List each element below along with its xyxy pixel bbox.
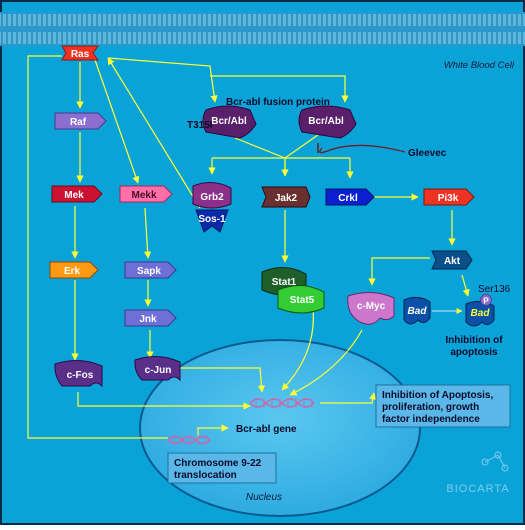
node-bad-1-label: Bad [408, 306, 428, 317]
node-akt-label: Akt [444, 256, 461, 267]
node-bad-1[interactable]: Bad [403, 296, 431, 325]
node-bad-2-label: Bad [471, 308, 491, 319]
phospho-site-label: Ser136 [478, 284, 511, 295]
node-jnk-label: Jnk [139, 314, 157, 325]
node-bcrabl-2-label: Bcr/Abl [308, 116, 344, 127]
node-raf[interactable]: Raf [54, 112, 107, 130]
node-stat5[interactable]: Stat5 [277, 285, 325, 314]
node-cjun[interactable]: c-Jun [134, 356, 181, 382]
node-mekk-label: Mekk [131, 190, 156, 201]
node-ras-label: Ras [71, 49, 90, 60]
cell-membrane [0, 12, 525, 46]
node-ras[interactable]: Ras [61, 45, 99, 61]
node-cfos-label: c-Fos [67, 370, 94, 381]
node-pi3k-label: Pi3k [438, 193, 459, 204]
biocarta-watermark: BIOCARTA [446, 451, 509, 495]
node-akt[interactable]: Akt [431, 250, 473, 270]
node-sapk[interactable]: Sapk [124, 261, 177, 279]
node-cjun-label: c-Jun [145, 365, 172, 376]
node-stat5-label: Stat5 [290, 295, 315, 306]
translocation-line-1: Chromosome 9-22 [174, 458, 262, 469]
node-bad-2[interactable]: Bad [465, 300, 495, 327]
node-grb2[interactable]: Grb2 [192, 182, 232, 209]
gleevec-inhibition-line [319, 144, 406, 154]
mutation-label: T315I [187, 120, 213, 131]
node-bcrabl-2[interactable]: Bcr/Abl [298, 105, 357, 139]
node-jak2-label: Jak2 [275, 193, 298, 204]
outcome-line-2: proliferation, growth [382, 402, 479, 413]
translocation-box: Chromosome 9-22 translocation [167, 452, 277, 484]
node-raf-label: Raf [70, 117, 87, 128]
node-sos1-label: Sos-1 [198, 214, 226, 225]
gene-label: Bcr-abl gene [236, 424, 297, 435]
node-mekk[interactable]: Mekk [119, 185, 173, 203]
fusion-protein-label: Bcr-abl fusion protein [226, 97, 330, 108]
node-crkl-label: Crkl [338, 193, 358, 204]
outcome-apoptosis-line-2: apoptosis [450, 347, 498, 358]
node-erk[interactable]: Erk [49, 261, 99, 279]
dna-helix-gene [167, 435, 211, 445]
phospho-badge: P [480, 294, 492, 306]
node-cmyc-label: c-Myc [357, 301, 386, 312]
node-cfos[interactable]: c-Fos [54, 360, 103, 388]
node-mek[interactable]: Mek [51, 185, 103, 203]
node-erk-label: Erk [64, 266, 81, 277]
outcome-box: Inhibition of Apoptosis, proliferation, … [375, 384, 511, 428]
translocation-line-2: translocation [174, 470, 237, 481]
node-grb2-label: Grb2 [200, 192, 224, 203]
cell-label: White Blood Cell [444, 60, 515, 71]
dna-helix-main [249, 398, 315, 408]
svg-text:P: P [483, 297, 489, 306]
node-jak2[interactable]: Jak2 [261, 186, 311, 208]
svg-text:BIOCARTA: BIOCARTA [446, 483, 509, 495]
node-cmyc[interactable]: c-Myc [347, 292, 395, 325]
outcome-line-3: factor independence [382, 414, 480, 425]
outcome-apoptosis-line-1: Inhibition of [445, 335, 503, 346]
node-pi3k[interactable]: Pi3k [423, 188, 475, 206]
node-bcrabl-1-label: Bcr/Abl [211, 116, 247, 127]
node-jnk[interactable]: Jnk [124, 309, 177, 327]
node-sos1[interactable]: Sos-1 [195, 209, 229, 233]
node-bcrabl-1[interactable]: Bcr/Abl [202, 105, 257, 139]
node-crkl[interactable]: Crkl [325, 188, 375, 206]
node-sapk-label: Sapk [137, 266, 161, 277]
outcome-line-1: Inhibition of Apoptosis, [382, 390, 493, 401]
nucleus-label: Nucleus [246, 492, 282, 503]
node-stat1-label: Stat1 [272, 277, 297, 288]
drug-label: Gleevec [408, 148, 447, 159]
node-mek-label: Mek [64, 190, 84, 201]
